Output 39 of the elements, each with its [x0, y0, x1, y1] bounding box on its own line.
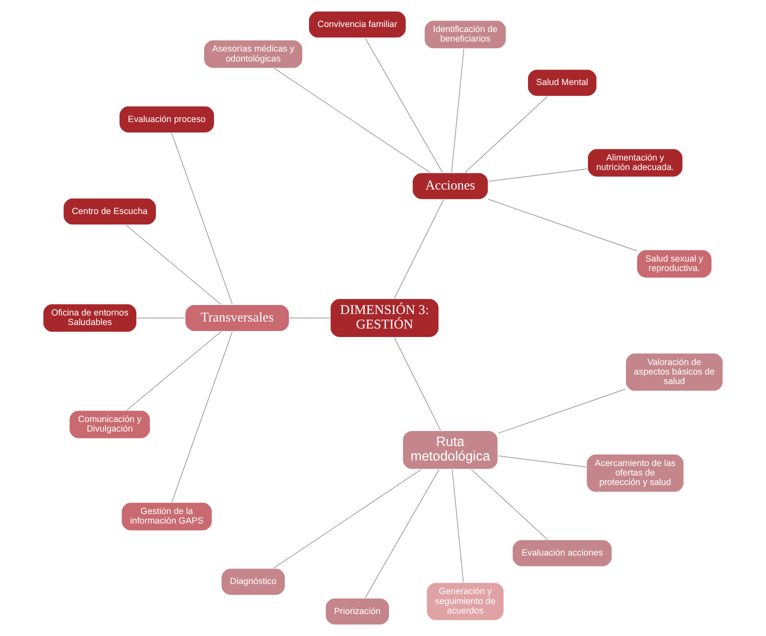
node-box: Alimentación y nutrición adecuada. — [587, 148, 684, 178]
connector — [171, 331, 233, 503]
connector — [464, 96, 548, 173]
connector — [274, 68, 430, 173]
connector — [364, 469, 440, 598]
connector — [273, 469, 422, 569]
node-box: Convivencia familiar — [308, 10, 406, 38]
node-box: Transversales — [184, 304, 290, 332]
node-box: DIMENSIÓN 3: GESTIÓN — [330, 298, 440, 338]
node-box: Acciones — [412, 172, 489, 200]
connector — [488, 198, 638, 252]
connector — [126, 331, 222, 411]
node-box: Priorización — [325, 598, 390, 626]
node-box: Valoración de aspectos básicos de salud — [625, 352, 724, 392]
node-box: Salud Mental — [527, 69, 598, 97]
node-box: Centro de Escucha — [62, 198, 157, 226]
connector — [452, 469, 464, 583]
node-box: Acercamiento de las ofertas de protección y salud — [586, 454, 684, 492]
connector — [394, 199, 444, 299]
node-box: Ruta metodológica — [402, 430, 498, 470]
connector — [451, 48, 464, 174]
node-box: Identificación de beneficiarios — [424, 20, 507, 50]
node-box: Oficina de entornos Saludables — [42, 304, 138, 333]
connector — [470, 468, 548, 540]
node-box: Evaluación proceso — [118, 106, 215, 134]
node-box: Salud sexual y reproductiva. — [636, 249, 712, 278]
connector — [126, 224, 222, 305]
node-box: Comunicación y Divulgación — [68, 410, 151, 439]
connector — [394, 337, 441, 431]
node-box: Evaluación acciones — [512, 539, 612, 567]
connector — [498, 388, 626, 434]
node-box: Diagnóstico — [220, 568, 286, 596]
connector — [498, 456, 587, 468]
connector — [488, 168, 588, 182]
connector — [171, 132, 233, 305]
connector — [364, 38, 443, 173]
node-box: Asesorías médicas y odontológicas — [203, 40, 304, 69]
node-box: Gestión de la información GAPS — [121, 502, 213, 532]
node-box: Generación y seguimiento de acuerdos — [426, 582, 504, 621]
